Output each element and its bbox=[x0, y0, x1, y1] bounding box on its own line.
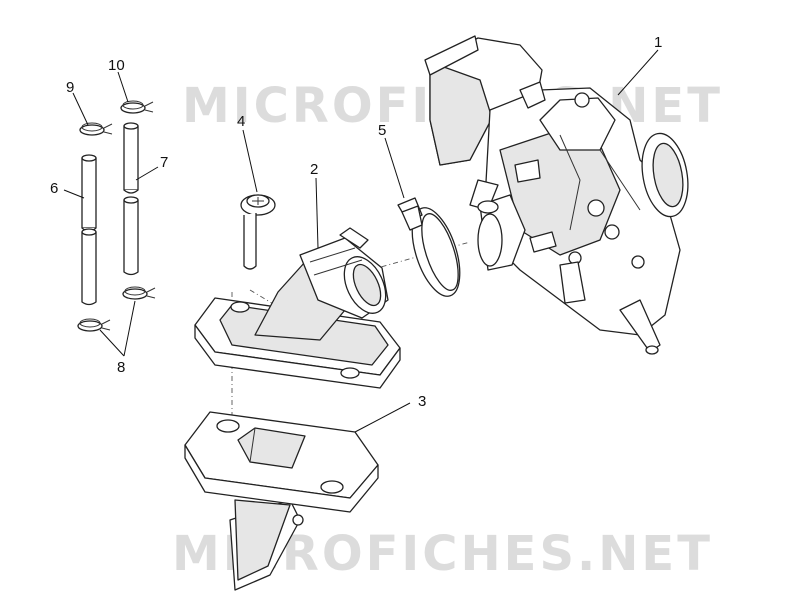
callouts: 1 2 3 4 5 6 7 8 9 10 bbox=[50, 34, 662, 410]
hose-right bbox=[123, 122, 139, 276]
clip-8-lower bbox=[77, 318, 111, 332]
clip-8-upper bbox=[122, 286, 156, 300]
callout-6: 6 bbox=[50, 180, 58, 197]
leader-lines bbox=[63, 49, 659, 433]
clip-10 bbox=[120, 100, 154, 114]
callout-1: 1 bbox=[654, 34, 662, 51]
callout-5: 5 bbox=[378, 122, 386, 139]
hose-left bbox=[81, 154, 97, 306]
clip-9 bbox=[79, 122, 113, 136]
intake-manifold bbox=[194, 227, 401, 389]
hose-clamp bbox=[397, 197, 461, 297]
callout-2: 2 bbox=[310, 161, 318, 178]
callout-4: 4 bbox=[237, 113, 245, 130]
callout-10: 10 bbox=[108, 57, 125, 74]
screw bbox=[240, 194, 276, 270]
callout-9: 9 bbox=[66, 79, 74, 96]
callout-3: 3 bbox=[418, 393, 426, 410]
carburettor bbox=[424, 35, 689, 355]
callout-7: 7 bbox=[160, 154, 168, 171]
callout-8: 8 bbox=[117, 359, 125, 376]
spring-clips bbox=[77, 100, 156, 332]
reed-valve-block bbox=[184, 411, 379, 591]
